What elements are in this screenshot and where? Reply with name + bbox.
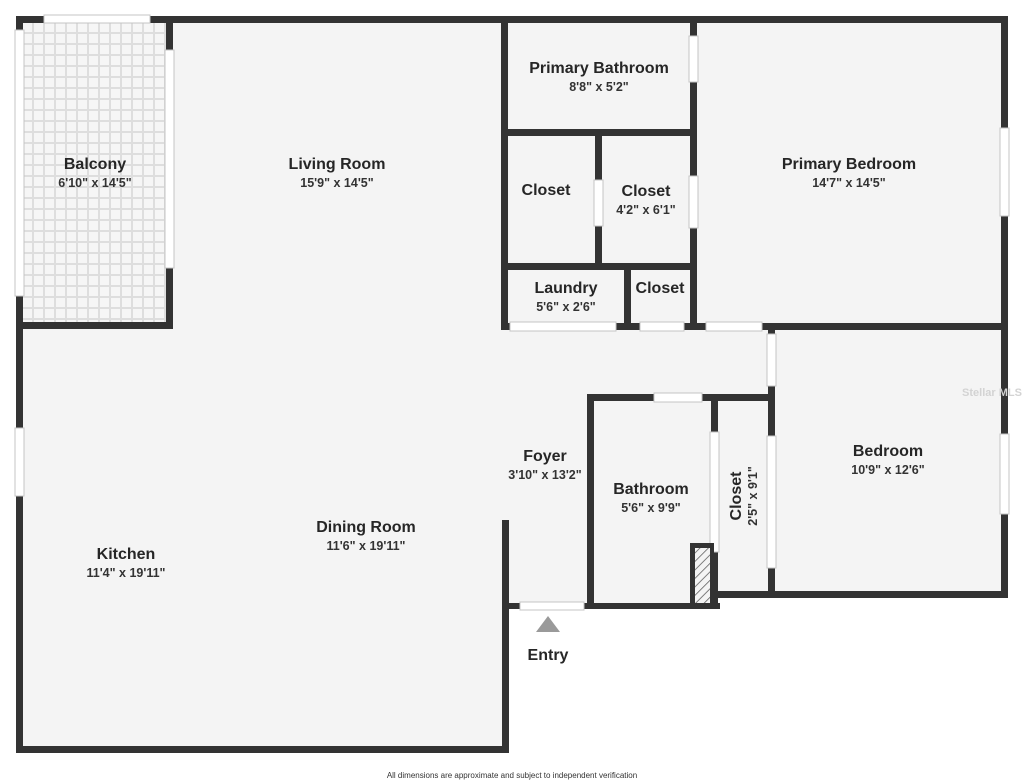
living-room-name: Living Room (289, 156, 386, 173)
primary-bathroom-name: Primary Bathroom (529, 60, 669, 77)
closet-d-name: Closet (728, 471, 745, 521)
laundry-dims: 5'6" x 2'6" (536, 300, 596, 314)
window-bedroom (999, 433, 1010, 515)
opening-closet-b (688, 175, 699, 229)
primary-bedroom-dims: 14'7" x 14'5" (812, 176, 885, 190)
closet-d-dims: 2'5" x 9'1" (746, 466, 760, 526)
closet-b-dims: 4'2" x 6'1" (616, 203, 676, 217)
foyer-name: Foyer (523, 448, 567, 465)
room-labels: Balcony 6'10" x 14'5" Living Room 15'9" … (58, 60, 924, 580)
bedroom-dims: 10'9" x 12'6" (851, 463, 924, 477)
window-primary-bedroom (999, 127, 1010, 217)
living-room-dims: 15'9" x 14'5" (300, 176, 373, 190)
kitchen-dims: 11'4" x 19'11" (87, 566, 166, 580)
opening-hall (705, 321, 763, 332)
opening-closet-d (709, 431, 720, 553)
closet-c-name: Closet (636, 280, 686, 297)
closet-b-name: Closet (622, 183, 672, 200)
bathroom-shaft-hatch (695, 548, 710, 603)
opening-bedroom-lower (766, 435, 777, 569)
window-primary-bath (688, 35, 699, 83)
primary-bathroom-dims: 8'8" x 5'2" (569, 80, 629, 94)
opening-bathroom-top (653, 392, 703, 403)
windows (14, 14, 1010, 611)
disclaimer: All dimensions are approximate and subje… (387, 771, 637, 780)
balcony-name: Balcony (64, 156, 126, 173)
bathroom-name: Bathroom (613, 481, 689, 498)
window-balcony-left (14, 29, 25, 297)
opening-closet-a (593, 179, 604, 227)
window-balcony-top (43, 14, 151, 24)
dining-room-name: Dining Room (316, 519, 416, 536)
primary-bedroom-name: Primary Bedroom (782, 156, 916, 173)
triangle-up-icon (536, 616, 560, 632)
window-balcony-right (164, 49, 175, 269)
watermark-logo: Stellar MLS (962, 387, 1022, 399)
laundry-name: Laundry (534, 280, 597, 297)
opening-bedroom-upper (766, 333, 777, 387)
floor-area (18, 18, 1006, 750)
balcony-tile (22, 22, 170, 328)
dining-room-dims: 11'6" x 19'11" (327, 539, 406, 553)
closet-d-label: Closet 2'5" x 9'1" (728, 466, 760, 526)
kitchen-name: Kitchen (97, 546, 156, 563)
entry-label: Entry (528, 647, 569, 664)
balcony-dims: 6'10" x 14'5" (58, 176, 131, 190)
bathroom-dims: 5'6" x 9'9" (621, 501, 681, 515)
opening-closet-c (639, 321, 685, 332)
foyer-dims: 3'10" x 13'2" (508, 468, 581, 482)
window-kitchen-left (14, 427, 25, 497)
opening-laundry (509, 321, 617, 332)
bedroom-name: Bedroom (853, 443, 923, 460)
entry-door (519, 601, 585, 611)
closet-a-name: Closet (522, 182, 572, 199)
